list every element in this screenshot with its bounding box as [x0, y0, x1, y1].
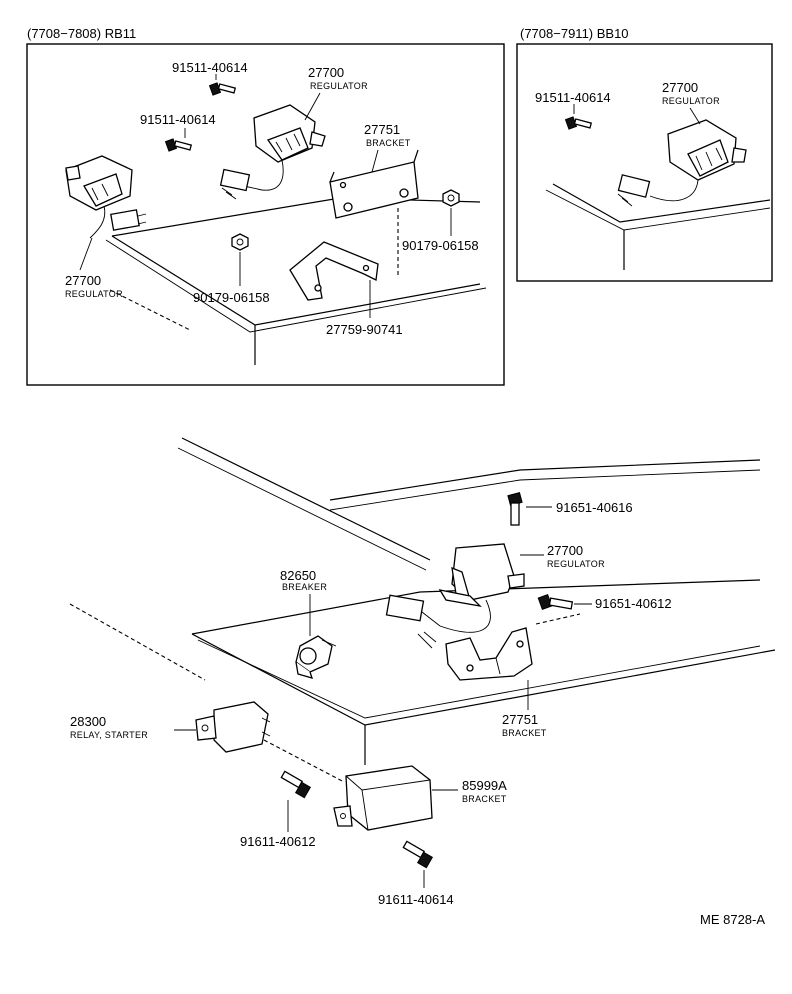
regulator-27700-upper — [219, 104, 326, 200]
diagram-code: ME 8728-A — [700, 912, 765, 927]
label-regulator-left-number: 27700 — [65, 273, 101, 288]
label-nut-right: 90179-06158 — [402, 238, 479, 253]
bolt-91611-40614 — [402, 840, 434, 869]
label-bolt-bb10: 91511-40614 — [535, 90, 611, 105]
label-box-name: BRACKET — [462, 794, 507, 804]
bracket-85999a — [333, 765, 433, 831]
bolt-91611-40612 — [280, 770, 312, 799]
label-regulator-upper-number: 27700 — [308, 65, 344, 80]
label-relay-name: RELAY, STARTER — [70, 730, 148, 740]
regulator-27700-bb10 — [617, 119, 747, 207]
label-breaker-name: BREAKER — [282, 582, 327, 592]
bolt-91651-40612 — [537, 594, 574, 610]
label-regulator-upper-name: REGULATOR — [310, 81, 368, 91]
regulator-27700-left — [65, 155, 147, 239]
bolt-91511-40614-bb10 — [564, 104, 593, 130]
label-regulator-bb10-number: 27700 — [662, 80, 698, 95]
bracket-27751-inset — [329, 149, 419, 219]
label-bracket-inset-number: 27751 — [364, 122, 400, 137]
bolt-91651-40616 — [507, 492, 523, 526]
label-regulator-bb10-name: REGULATOR — [662, 96, 720, 106]
inset-bb10: (7708−7911) BB10 91511-40614 27700 REGUL… — [516, 26, 773, 282]
breaker-82650 — [295, 635, 337, 679]
label-nut-left: 90179-06158 — [193, 290, 270, 305]
label-bracket-inset-name: BRACKET — [366, 138, 411, 148]
relay-starter-28300 — [195, 701, 271, 753]
label-bracket-main-name: BRACKET — [502, 728, 547, 738]
label-bolt-a: 91511-40614 — [172, 60, 248, 75]
label-bolt-91651-40616: 91651-40616 — [556, 500, 633, 515]
inset-bb10-header: (7708−7911) BB10 — [520, 26, 629, 41]
label-bolt-b: 91511-40614 — [140, 112, 216, 127]
regulator-27700-main — [385, 543, 525, 649]
main-assembly: 91651-40616 27700 REGULATOR 82650 BREAKE… — [69, 437, 776, 907]
label-breaker-number: 82650 — [280, 568, 316, 583]
label-relay-number: 28300 — [70, 714, 106, 729]
bracket-27751-main — [445, 627, 533, 681]
label-regulator-left-name: REGULATOR — [65, 289, 123, 299]
label-bracket-main-number: 27751 — [502, 712, 538, 727]
label-box-number: 85999A — [462, 778, 507, 793]
label-regulator-main-name: REGULATOR — [547, 559, 605, 569]
inset-rb11-frame — [26, 43, 505, 386]
label-bolt-91611-40612: 91611-40612 — [240, 834, 316, 849]
label-bolt-91611-40614: 91611-40614 — [378, 892, 454, 907]
bolt-91511-40614-b — [164, 128, 193, 152]
inset-rb11: (7708−7808) RB11 91511-40614 91511-40614 — [26, 26, 505, 386]
nut-90179-06158-left — [231, 233, 249, 251]
stay-27759-90741 — [289, 241, 379, 301]
nut-90179-06158-right — [442, 189, 460, 207]
inset-rb11-header: (7708−7808) RB11 — [27, 26, 136, 41]
inset-bb10-frame — [516, 43, 773, 282]
label-stay: 27759-90741 — [326, 322, 403, 337]
label-regulator-main-number: 27700 — [547, 543, 583, 558]
bolt-91511-40614-a — [208, 74, 237, 96]
label-bolt-91651-40612: 91651-40612 — [595, 596, 672, 611]
